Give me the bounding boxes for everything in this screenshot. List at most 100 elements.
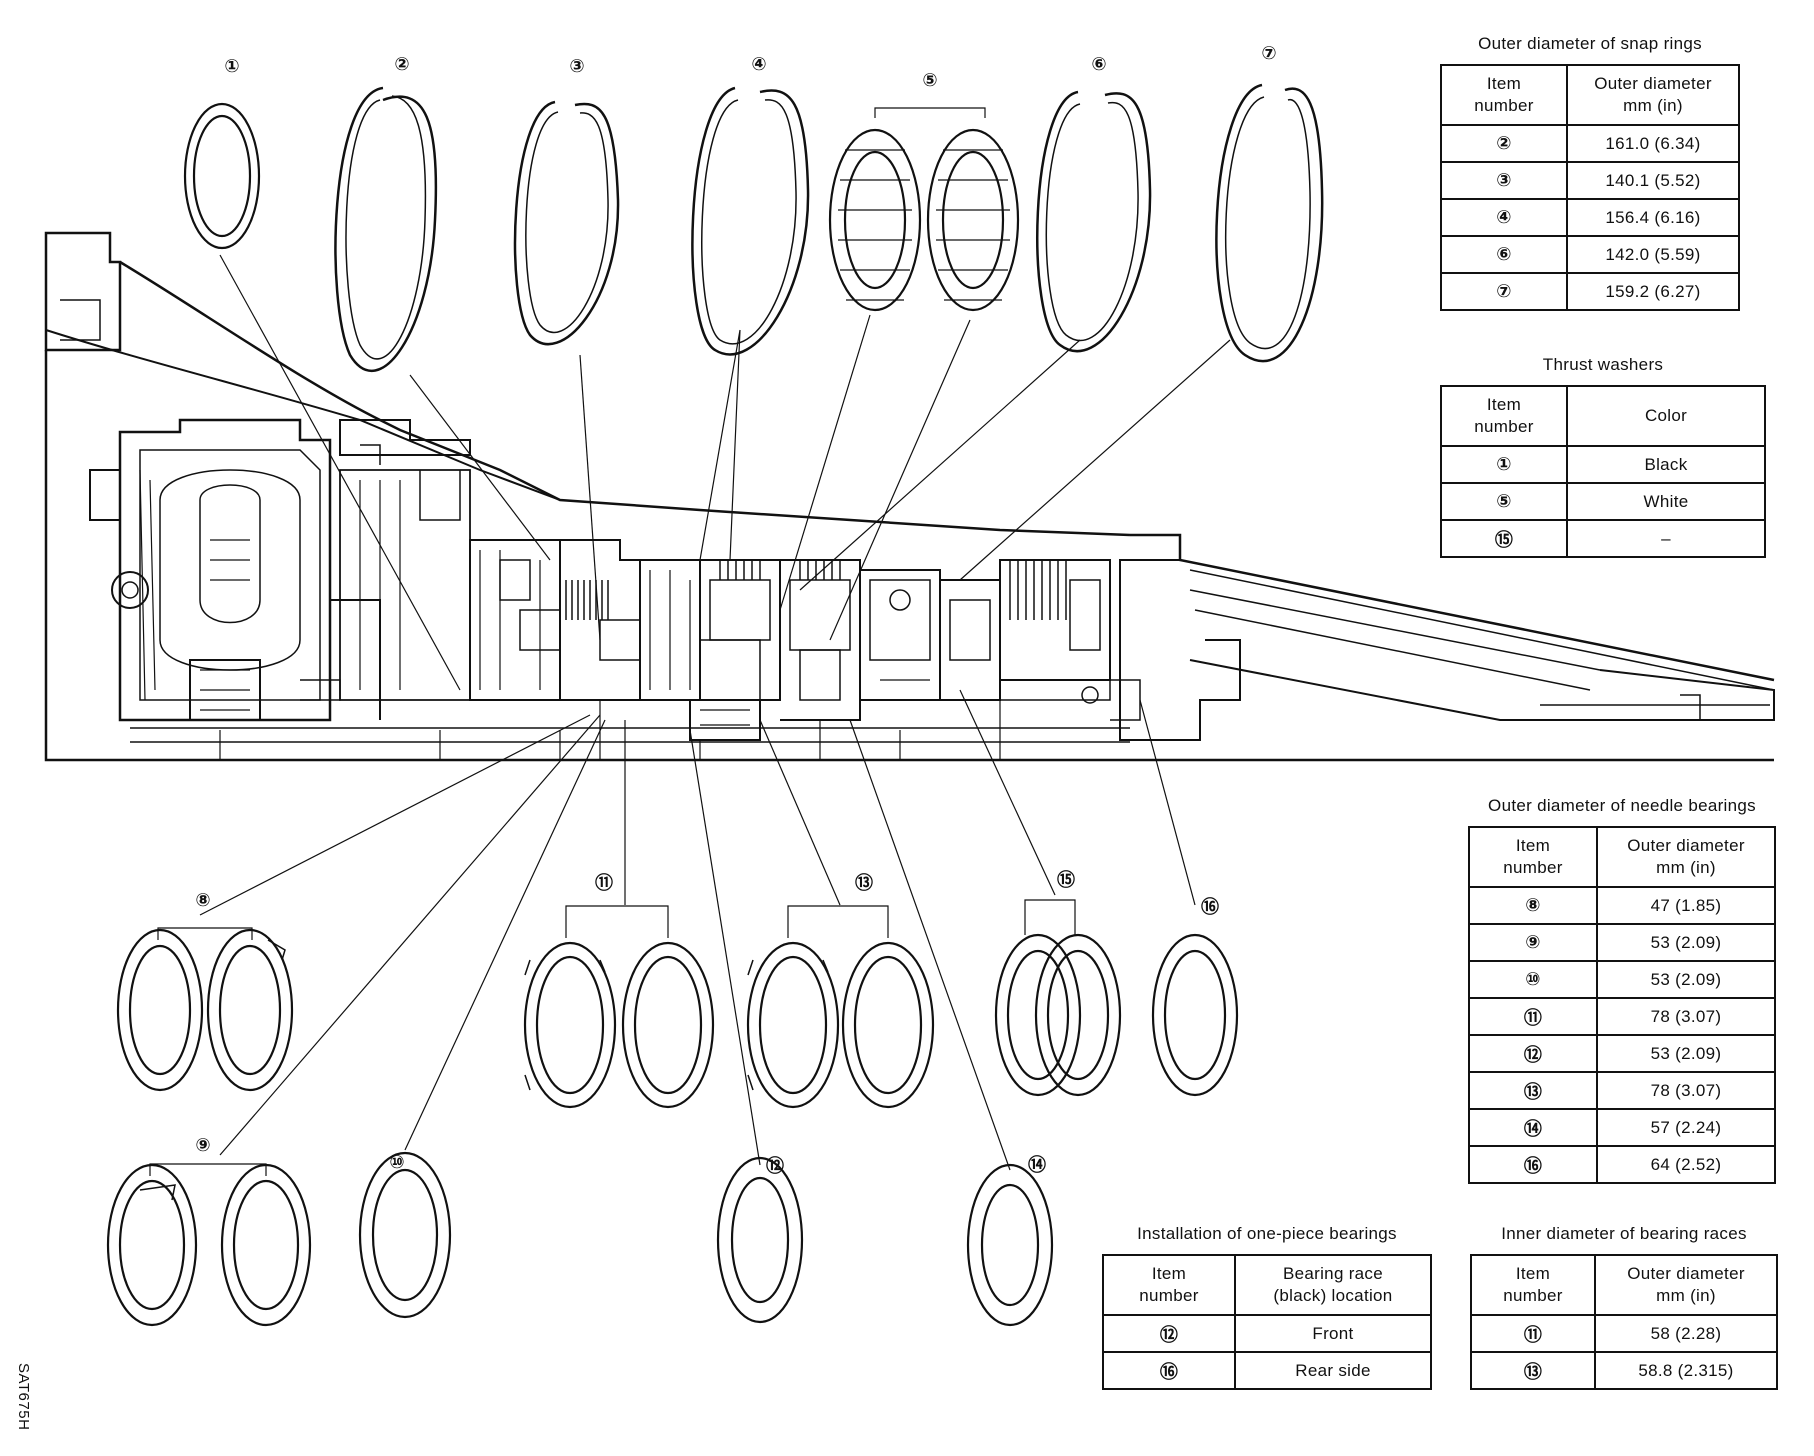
one-piece-bearings-table: Item number Bearing race (black) locatio… [1102,1254,1432,1390]
table-row: ① Black [1440,445,1766,484]
callout-15: ⑮ [1057,869,1075,890]
thrust-washers-spec: Thrust washers Item number Color ① Black… [1440,355,1766,558]
snap-rings-spec: Outer diameter of snap rings Item number… [1440,34,1740,311]
value-cell: 78 (3.07) [1596,1071,1776,1110]
table-row: ⑤ White [1440,482,1766,521]
table-row: ② 161.0 (6.34) [1440,124,1740,163]
item-number-cell: ⑪ [1470,1314,1596,1353]
needle-bearings-table: Item number Outer diameter mm (in) ⑧ 47 … [1468,826,1776,1184]
callout-6: ⑥ [1091,54,1106,74]
value-cell: Front [1234,1314,1432,1353]
value-cell: 161.0 (6.34) [1566,124,1740,163]
item-number-cell: ③ [1440,161,1568,200]
item-number-cell: ⑫ [1102,1314,1236,1353]
table-row: ④ 156.4 (6.16) [1440,198,1740,237]
item-number-cell: ⑪ [1468,997,1598,1036]
table-row: ⑩ 53 (2.09) [1468,960,1776,999]
item-number-cell: ⑦ [1440,272,1568,311]
table-row: ⑪ 78 (3.07) [1468,997,1776,1036]
table-row: ③ 140.1 (5.52) [1440,161,1740,200]
callout-12: ⑫ [766,1155,784,1176]
bearing-races-title: Inner diameter of bearing races [1501,1224,1747,1243]
callout-labels: ① ② ③ ④ ⑤ ⑥ ⑦ ⑧ ⑨ ⑩ ⑪ ⑫ ⑬ ⑭ ⑮ ⑯ [195,43,1276,1176]
value-cell: 53 (2.09) [1596,1034,1776,1073]
callout-2: ② [394,54,409,74]
item-number-cell: ⑧ [1468,886,1598,925]
value-cell: Black [1566,445,1766,484]
header-race-location: Bearing race (black) location [1234,1254,1432,1316]
item-number-cell: ⑨ [1468,923,1598,962]
value-cell: 58 (2.28) [1594,1314,1778,1353]
item-number-cell: ⑤ [1440,482,1568,521]
item-number-cell: ⑮ [1440,519,1568,558]
header-item-number: Item number [1102,1254,1236,1316]
value-cell: 140.1 (5.52) [1566,161,1740,200]
callout-1: ① [224,56,239,76]
callout-7: ⑦ [1261,43,1276,63]
value-cell: 58.8 (2.315) [1594,1351,1778,1390]
item-number-cell: ⑬ [1470,1351,1596,1390]
needle-bearings-title: Outer diameter of needle bearings [1488,796,1756,815]
header-outer-diameter: Outer diameter mm (in) [1566,64,1740,126]
value-cell: 57 (2.24) [1596,1108,1776,1147]
value-cell: 53 (2.09) [1596,923,1776,962]
item-number-cell: ④ [1440,198,1568,237]
value-cell: 53 (2.09) [1596,960,1776,999]
item-number-cell: ⑫ [1468,1034,1598,1073]
table-row: ⑬ 78 (3.07) [1468,1071,1776,1110]
callout-14: ⑭ [1028,1154,1046,1175]
item-number-cell: ⑬ [1468,1071,1598,1110]
bearing-races-spec: Inner diameter of bearing races Item num… [1470,1224,1778,1390]
callout-13: ⑬ [855,872,873,893]
header-color: Color [1566,385,1766,447]
table-row: ⑨ 53 (2.09) [1468,923,1776,962]
item-number-cell: ⑭ [1468,1108,1598,1147]
table-row: ⑦ 159.2 (6.27) [1440,272,1740,311]
value-cell: 159.2 (6.27) [1566,272,1740,311]
table-row: ⑪ 58 (2.28) [1470,1314,1778,1353]
callout-16: ⑯ [1201,896,1219,917]
snap-rings-table: Item number Outer diameter mm (in) ② 161… [1440,64,1740,311]
leader-lines [149,107,1231,1176]
item-number-cell: ⑩ [1468,960,1598,999]
item-number-cell: ⑥ [1440,235,1568,274]
header-outer-diameter: Outer diameter mm (in) [1594,1254,1778,1316]
callout-10: ⑩ [389,1152,404,1172]
needle-bearings-spec: Outer diameter of needle bearings Item n… [1468,796,1776,1184]
value-cell: 64 (2.52) [1596,1145,1776,1184]
table-row: ⑭ 57 (2.24) [1468,1108,1776,1147]
callout-8: ⑧ [195,890,210,910]
table-row: ⑫ 53 (2.09) [1468,1034,1776,1073]
callout-3: ③ [569,56,584,76]
table-row: ⑫ Front [1102,1314,1432,1353]
callout-4: ④ [751,54,766,74]
item-number-cell: ② [1440,124,1568,163]
item-number-cell: ⑯ [1102,1351,1236,1390]
value-cell: 47 (1.85) [1596,886,1776,925]
thrust-washers-title: Thrust washers [1542,355,1664,374]
item-number-cell: ① [1440,445,1568,484]
thrust-washers-table: Item number Color ① Black ⑤ White ⑮ – [1440,385,1766,558]
callout-11: ⑪ [595,872,613,893]
value-cell: 156.4 (6.16) [1566,198,1740,237]
value-cell: Rear side [1234,1351,1432,1390]
table-row: ⑥ 142.0 (5.59) [1440,235,1740,274]
value-cell: 78 (3.07) [1596,997,1776,1036]
value-cell: – [1566,519,1766,558]
one-piece-bearings-spec: Installation of one-piece bearings Item … [1102,1224,1432,1390]
exploded-parts [106,83,1324,1327]
header-item-number: Item number [1470,1254,1596,1316]
header-item-number: Item number [1440,64,1568,126]
item-number-cell: ⑯ [1468,1145,1598,1184]
table-row: ⑮ – [1440,519,1766,558]
header-item-number: Item number [1440,385,1568,447]
one-piece-bearings-title: Installation of one-piece bearings [1137,1224,1397,1243]
value-cell: White [1566,482,1766,521]
callout-9: ⑨ [195,1135,210,1155]
table-row: ⑬ 58.8 (2.315) [1470,1351,1778,1390]
header-item-number: Item number [1468,826,1598,888]
bearing-races-table: Item number Outer diameter mm (in) ⑪ 58 … [1470,1254,1778,1390]
table-row: ⑧ 47 (1.85) [1468,886,1776,925]
callout-5: ⑤ [922,70,937,90]
